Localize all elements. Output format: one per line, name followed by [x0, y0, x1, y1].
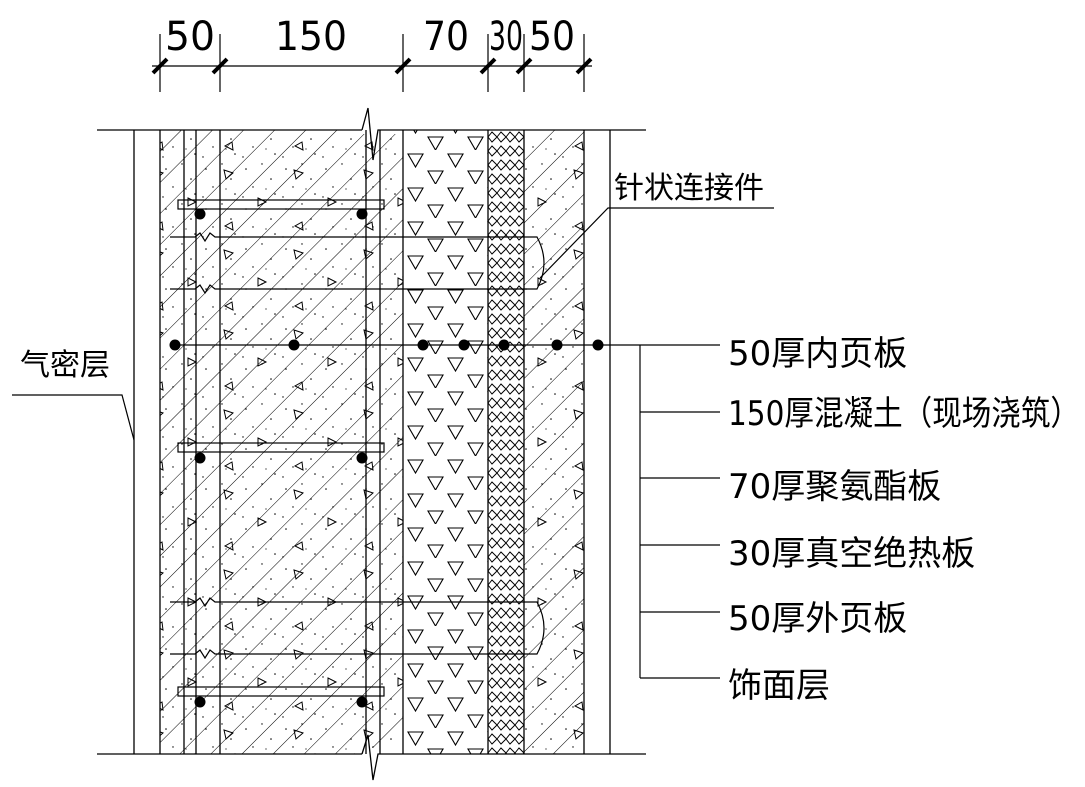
legend: 50厚内页板 150厚混凝土（现场浇筑） 70厚聚氨酯板 30厚真空绝热板 50…	[728, 334, 1080, 706]
dimension-chain	[152, 34, 592, 92]
rebar-dots	[194, 208, 368, 708]
dim-label-vip: 30	[489, 14, 523, 60]
layer-fills	[160, 118, 584, 768]
legend-item-finish: 饰面层	[728, 666, 830, 706]
wall-outlines	[97, 107, 646, 781]
needle-connector	[170, 232, 545, 660]
rebar-ties	[177, 199, 385, 697]
connector-callout: 针状连接件	[539, 171, 774, 279]
air-barrier-label: 气密层	[20, 348, 110, 383]
legend-leaders	[639, 344, 720, 679]
legend-item-vip: 30厚真空绝热板	[728, 534, 975, 574]
section-line	[169, 339, 640, 351]
legend-item-outer-leaf: 50厚外页板	[728, 599, 907, 639]
legend-item-inner-leaf: 50厚内页板	[728, 334, 907, 374]
dimension-ticks	[151, 57, 593, 75]
legend-item-concrete: 150厚混凝土（现场浇筑）	[728, 394, 1080, 434]
dim-label-outer-leaf: 50	[529, 14, 575, 60]
dim-label-pu-board: 70	[423, 14, 469, 60]
connector-label: 针状连接件	[614, 171, 764, 206]
legend-item-pu-board: 70厚聚氨酯板	[728, 467, 941, 507]
dim-label-concrete: 150	[275, 14, 347, 60]
dim-label-inner-leaf: 50	[165, 14, 215, 60]
dimension-labels: 50 150 70 30 50	[165, 14, 575, 60]
air-barrier-callout: 气密层	[12, 348, 135, 441]
